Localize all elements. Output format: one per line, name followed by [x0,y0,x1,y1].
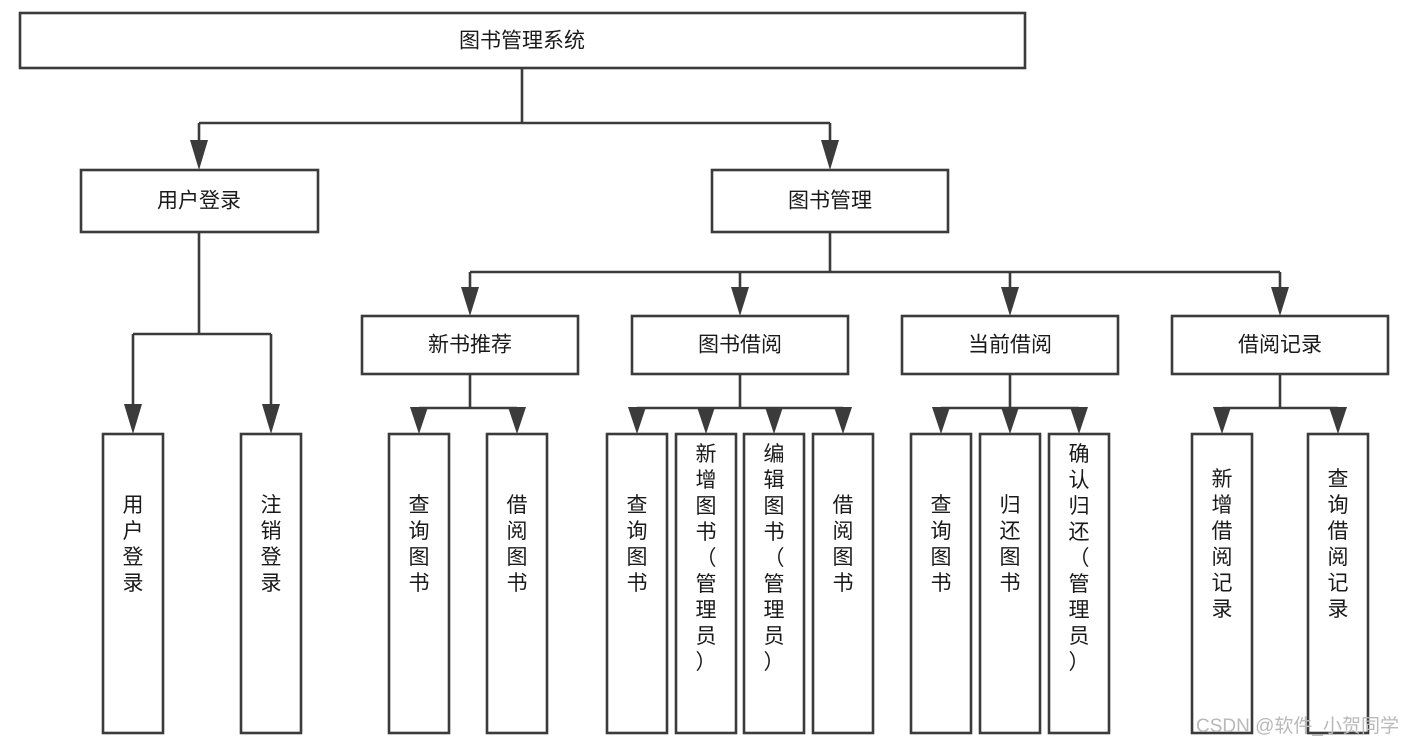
arrow-head-leaf-confirm-return [1070,407,1088,434]
node-book-management[interactable]: 图书管理 [710,168,950,234]
leaf-box-add-book[interactable] [674,432,738,735]
leaf-box-query-book-2[interactable] [605,432,669,735]
leaf-label-borrow-book-1: 借阅图书 [507,494,528,595]
watermark-label: CSDN @软件_小贺同学 [1196,715,1399,737]
node-label-new-book-recommend: 新书推荐 [428,334,512,357]
leaf-box-query-book-1[interactable] [387,432,451,735]
leaf-label-logout-login: 注销登录 [261,494,282,595]
arrow-head-leaf-logout-login [262,404,280,434]
arrow-head-borrow-record [1271,287,1289,316]
leaf-node-query-record[interactable]: 查询借阅记录 [1306,432,1370,735]
leaf-node-query-book-3[interactable]: 查询图书 [909,432,973,735]
leaf-node-logout-login[interactable]: 注销登录 [239,432,303,735]
leaf-box-query-book-3[interactable] [909,432,973,735]
node-new-book-recommend[interactable]: 新书推荐 [360,314,580,376]
arrow-head-user-login [190,140,208,170]
arrow-head-leaf-borrow-book-2 [834,407,852,434]
node-label-root: 图书管理系统 [459,30,585,53]
leaf-box-query-record[interactable] [1306,432,1370,735]
node-borrow-record[interactable]: 借阅记录 [1170,314,1390,376]
leaf-label-query-book-3: 查询图书 [931,494,952,595]
node-book-borrow[interactable]: 图书借阅 [630,314,850,376]
node-label-user-login: 用户登录 [157,190,241,213]
leaf-box-confirm-return[interactable] [1047,432,1111,735]
arrow-head-leaf-query-book-1 [410,407,428,434]
leaf-label-edit-book: 编辑图书（管理员） [764,443,785,674]
leaf-label-add-book: 新增图书（管理员） [696,443,717,674]
node-label-current-borrow: 当前借阅 [968,334,1052,357]
leaf-label-borrow-book-2: 借阅图书 [833,494,854,595]
leaf-label-add-record: 新增借阅记录 [1212,468,1233,621]
arrow-head-leaf-add-record [1213,407,1231,434]
node-label-book-borrow: 图书借阅 [698,334,782,357]
leaf-node-borrow-book-1[interactable]: 借阅图书 [485,432,549,735]
arrow-head-book-borrow [731,287,749,316]
arrow-head-leaf-query-book-2 [628,407,646,434]
node-user-login[interactable]: 用户登录 [79,168,320,234]
node-box-new-book-recommend[interactable] [360,314,580,376]
leaf-node-query-book-2[interactable]: 查询图书 [605,432,669,735]
node-current-borrow[interactable]: 当前借阅 [900,314,1120,376]
leaf-box-add-record[interactable] [1190,432,1254,735]
node-box-borrow-record[interactable] [1170,314,1390,376]
leaf-node-add-book[interactable]: 新增图书（管理员） [674,432,738,735]
arrow-head-leaf-user-login [124,404,142,434]
leaf-node-confirm-return[interactable]: 确认归还（管理员） [1047,432,1111,735]
node-box-user-login[interactable] [79,168,320,234]
leaf-node-add-record[interactable]: 新增借阅记录 [1190,432,1254,735]
arrow-head-book-mgmt [821,140,839,170]
arrow-head-leaf-query-record [1329,407,1347,434]
leaf-label-query-book-1: 查询图书 [409,494,430,595]
node-label-borrow-record: 借阅记录 [1238,334,1322,357]
node-label-book-management: 图书管理 [788,190,872,213]
node-box-book-management[interactable] [710,168,950,234]
leaf-node-return-book[interactable]: 归还图书 [978,432,1042,735]
leaf-node-user-login[interactable]: 用户登录 [101,432,165,735]
leaf-node-query-book-1[interactable]: 查询图书 [387,432,451,735]
leaf-label-confirm-return: 确认归还（管理员） [1069,443,1090,674]
leaf-box-borrow-book-2[interactable] [811,432,875,735]
leaf-box-return-book[interactable] [978,432,1042,735]
node-box-book-borrow[interactable] [630,314,850,376]
node-box-root[interactable] [18,11,1027,70]
leaf-label-query-book-2: 查询图书 [627,494,648,595]
leaf-label-query-record: 查询借阅记录 [1328,468,1349,621]
leaf-box-borrow-book-1[interactable] [485,432,549,735]
arrow-head-new-book-recommend [461,287,479,316]
arrow-head-leaf-borrow-book-1 [508,407,526,434]
arrow-head-leaf-add-book [697,407,715,434]
arrow-head-leaf-return-book [1001,407,1019,434]
leaf-label-return-book: 归还图书 [1000,494,1021,595]
connector-layer [124,68,1347,434]
leaf-label-user-login: 用户登录 [123,494,144,595]
arrow-head-leaf-query-book-3 [932,407,950,434]
leaf-box-logout-login[interactable] [239,432,303,735]
leaf-box-user-login[interactable] [101,432,165,735]
leaf-node-borrow-book-2[interactable]: 借阅图书 [811,432,875,735]
arrow-head-leaf-edit-book [765,407,783,434]
node-box-current-borrow[interactable] [900,314,1120,376]
node-book-management-system[interactable]: 图书管理系统 [18,11,1027,70]
leaf-node-edit-book[interactable]: 编辑图书（管理员） [742,432,806,735]
arrow-head-current-borrow [1001,287,1019,316]
leaf-box-edit-book[interactable] [742,432,806,735]
